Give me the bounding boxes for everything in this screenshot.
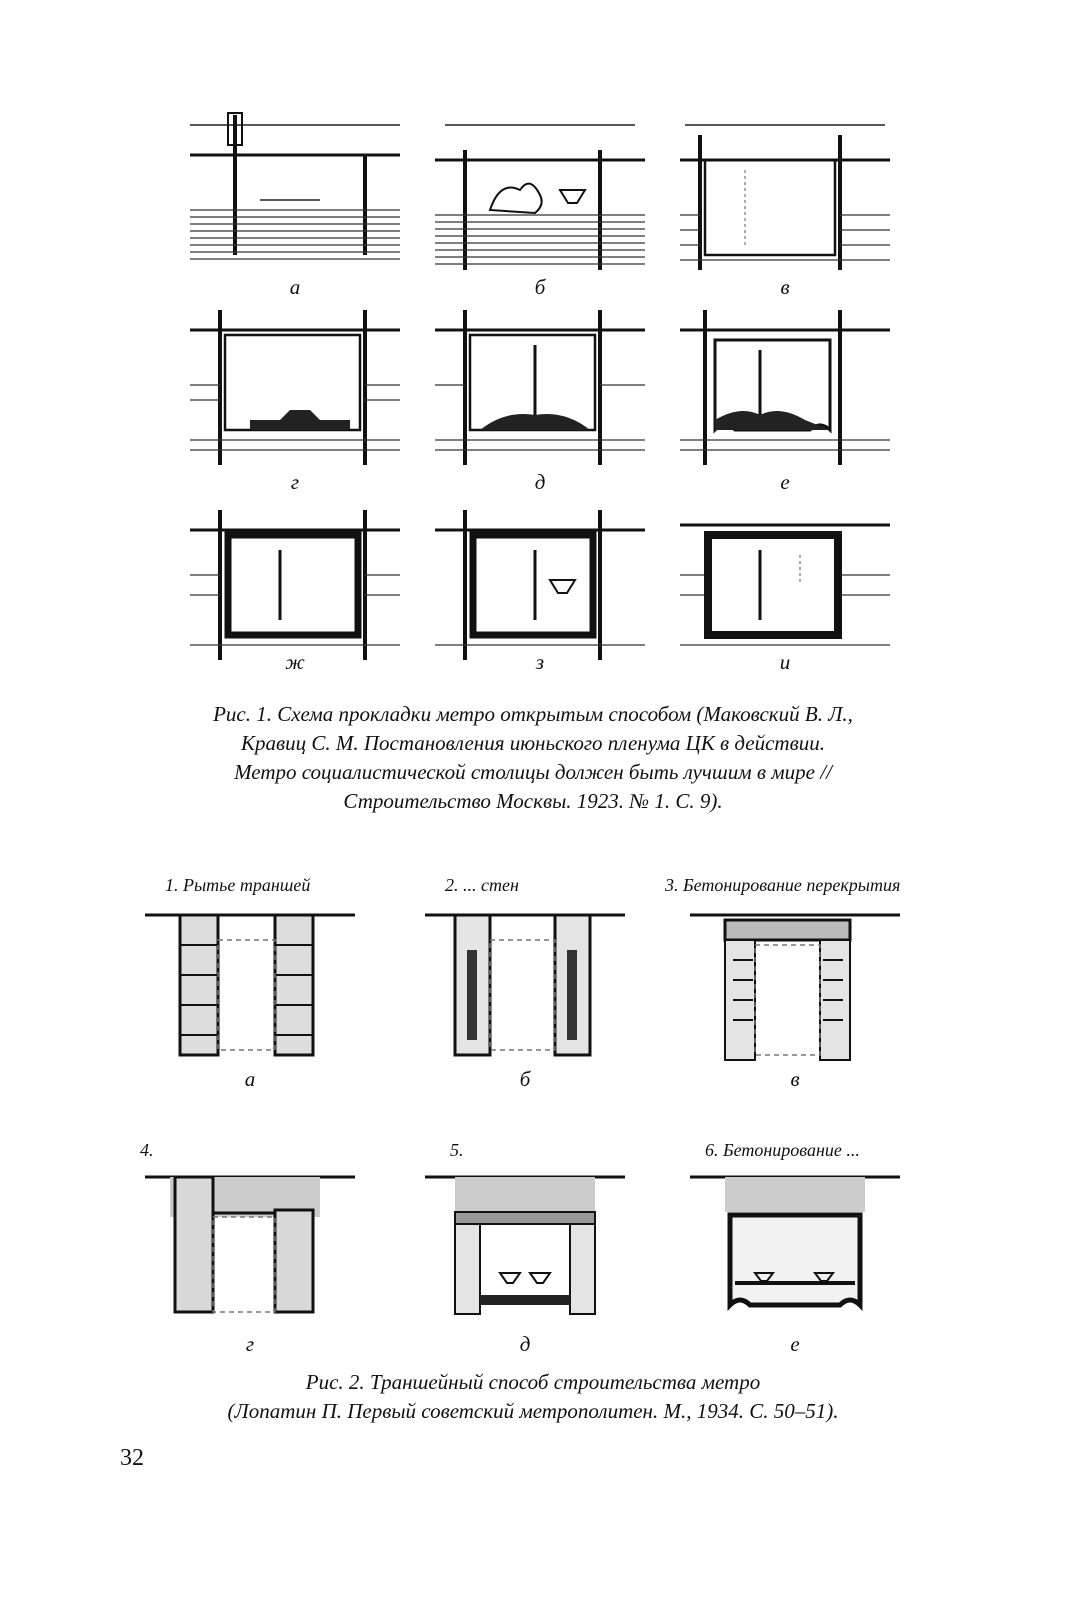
- fig2-drawing-e: [690, 1175, 900, 1312]
- fig2-label-e: е: [790, 1332, 800, 1356]
- fig1-panel-v: в: [670, 95, 900, 299]
- figure-2: 1. Рытье траншей а 2. ... стен б: [130, 875, 930, 1356]
- figure-1-caption: Рис. 1. Схема прокладки метро открытым с…: [100, 700, 966, 816]
- fig2-title-a: 1. Рытье траншей: [165, 875, 311, 895]
- fig2-panel-a: 1. Рытье траншей а: [130, 875, 370, 1115]
- fig2-drawing-b: [425, 913, 625, 1057]
- fig1-panel-g: г: [180, 295, 410, 494]
- fig1-panel-d: д: [425, 295, 655, 494]
- fig1-drawing-b: [435, 124, 645, 270]
- fig2-title-b: 2. ... стен: [445, 875, 519, 895]
- fig2-label-b: б: [519, 1067, 531, 1091]
- fig1-drawing-a: [190, 112, 400, 260]
- caption-1-line-1: Рис. 1. Схема прокладки метро открытым с…: [213, 702, 853, 726]
- fig2-label-a: а: [244, 1067, 256, 1091]
- fig2-label-g: г: [245, 1332, 255, 1356]
- figure-1: а б: [180, 95, 930, 685]
- figure-2-caption: Рис. 2. Траншейный способ строительства …: [100, 1368, 966, 1426]
- caption-2-line-2: (Лопатин П. Первый советский метрополите…: [227, 1399, 839, 1423]
- fig1-drawing-e: [680, 310, 890, 465]
- caption-2-line-1: Рис. 2. Траншейный способ строительства …: [305, 1370, 761, 1394]
- fig2-label-v: в: [790, 1067, 800, 1091]
- fig1-panel-i: и: [670, 495, 900, 675]
- fig2-panel-b: 2. ... стен б: [405, 875, 645, 1115]
- fig1-label-i: и: [779, 650, 791, 674]
- fig1-label-v: в: [780, 275, 790, 299]
- fig2-drawing-d: [425, 1175, 625, 1315]
- fig1-label-e: е: [780, 470, 790, 494]
- fig1-panel-z: з: [425, 495, 655, 675]
- fig1-panel-b: б: [425, 95, 655, 299]
- fig2-label-d: д: [519, 1332, 531, 1356]
- fig2-drawing-v: [690, 913, 900, 1061]
- fig2-panel-e: 6. Бетонирование ... е: [675, 1140, 915, 1380]
- fig2-drawing-a: [145, 913, 355, 1057]
- fig1-drawing-zh: [190, 510, 400, 660]
- fig1-panel-zh: ж: [180, 495, 410, 675]
- fig2-title-v: 3. Бетонирование перекрытия: [665, 875, 901, 895]
- fig1-drawing-d: [435, 310, 645, 465]
- fig1-drawing-z: [435, 510, 645, 660]
- fig2-title-g: 4.: [140, 1140, 154, 1160]
- fig1-label-z: з: [535, 650, 545, 674]
- caption-1-line-2: Кравиц С. М. Постановления июньского пле…: [241, 731, 825, 755]
- page-number: 32: [120, 1445, 144, 1471]
- fig2-panel-v: 3. Бетонирование перекрытия в: [665, 875, 915, 1115]
- fig2-panel-d: 5. д: [405, 1140, 645, 1380]
- fig1-drawing-g: [190, 310, 400, 465]
- fig1-drawing-i: [680, 523, 890, 646]
- fig2-title-d: 5.: [450, 1140, 464, 1160]
- fig1-drawing-v: [680, 124, 890, 270]
- fig2-drawing-g: [145, 1175, 355, 1314]
- fig1-label-zh: ж: [285, 650, 305, 674]
- caption-1-line-3: Метро социалистической столицы должен бы…: [234, 760, 832, 784]
- fig1-label-b: б: [534, 275, 546, 299]
- fig1-label-a: а: [289, 275, 301, 299]
- caption-1-line-4: Строительство Москвы. 1923. № 1. С. 9).: [343, 789, 723, 813]
- fig1-panel-e: е: [670, 295, 900, 494]
- fig1-label-g: г: [290, 470, 300, 494]
- fig1-panel-a: а: [180, 95, 410, 299]
- fig2-title-e: 6. Бетонирование ...: [705, 1140, 860, 1160]
- fig1-label-d: д: [534, 470, 546, 494]
- fig2-panel-g: 4. г: [130, 1140, 370, 1380]
